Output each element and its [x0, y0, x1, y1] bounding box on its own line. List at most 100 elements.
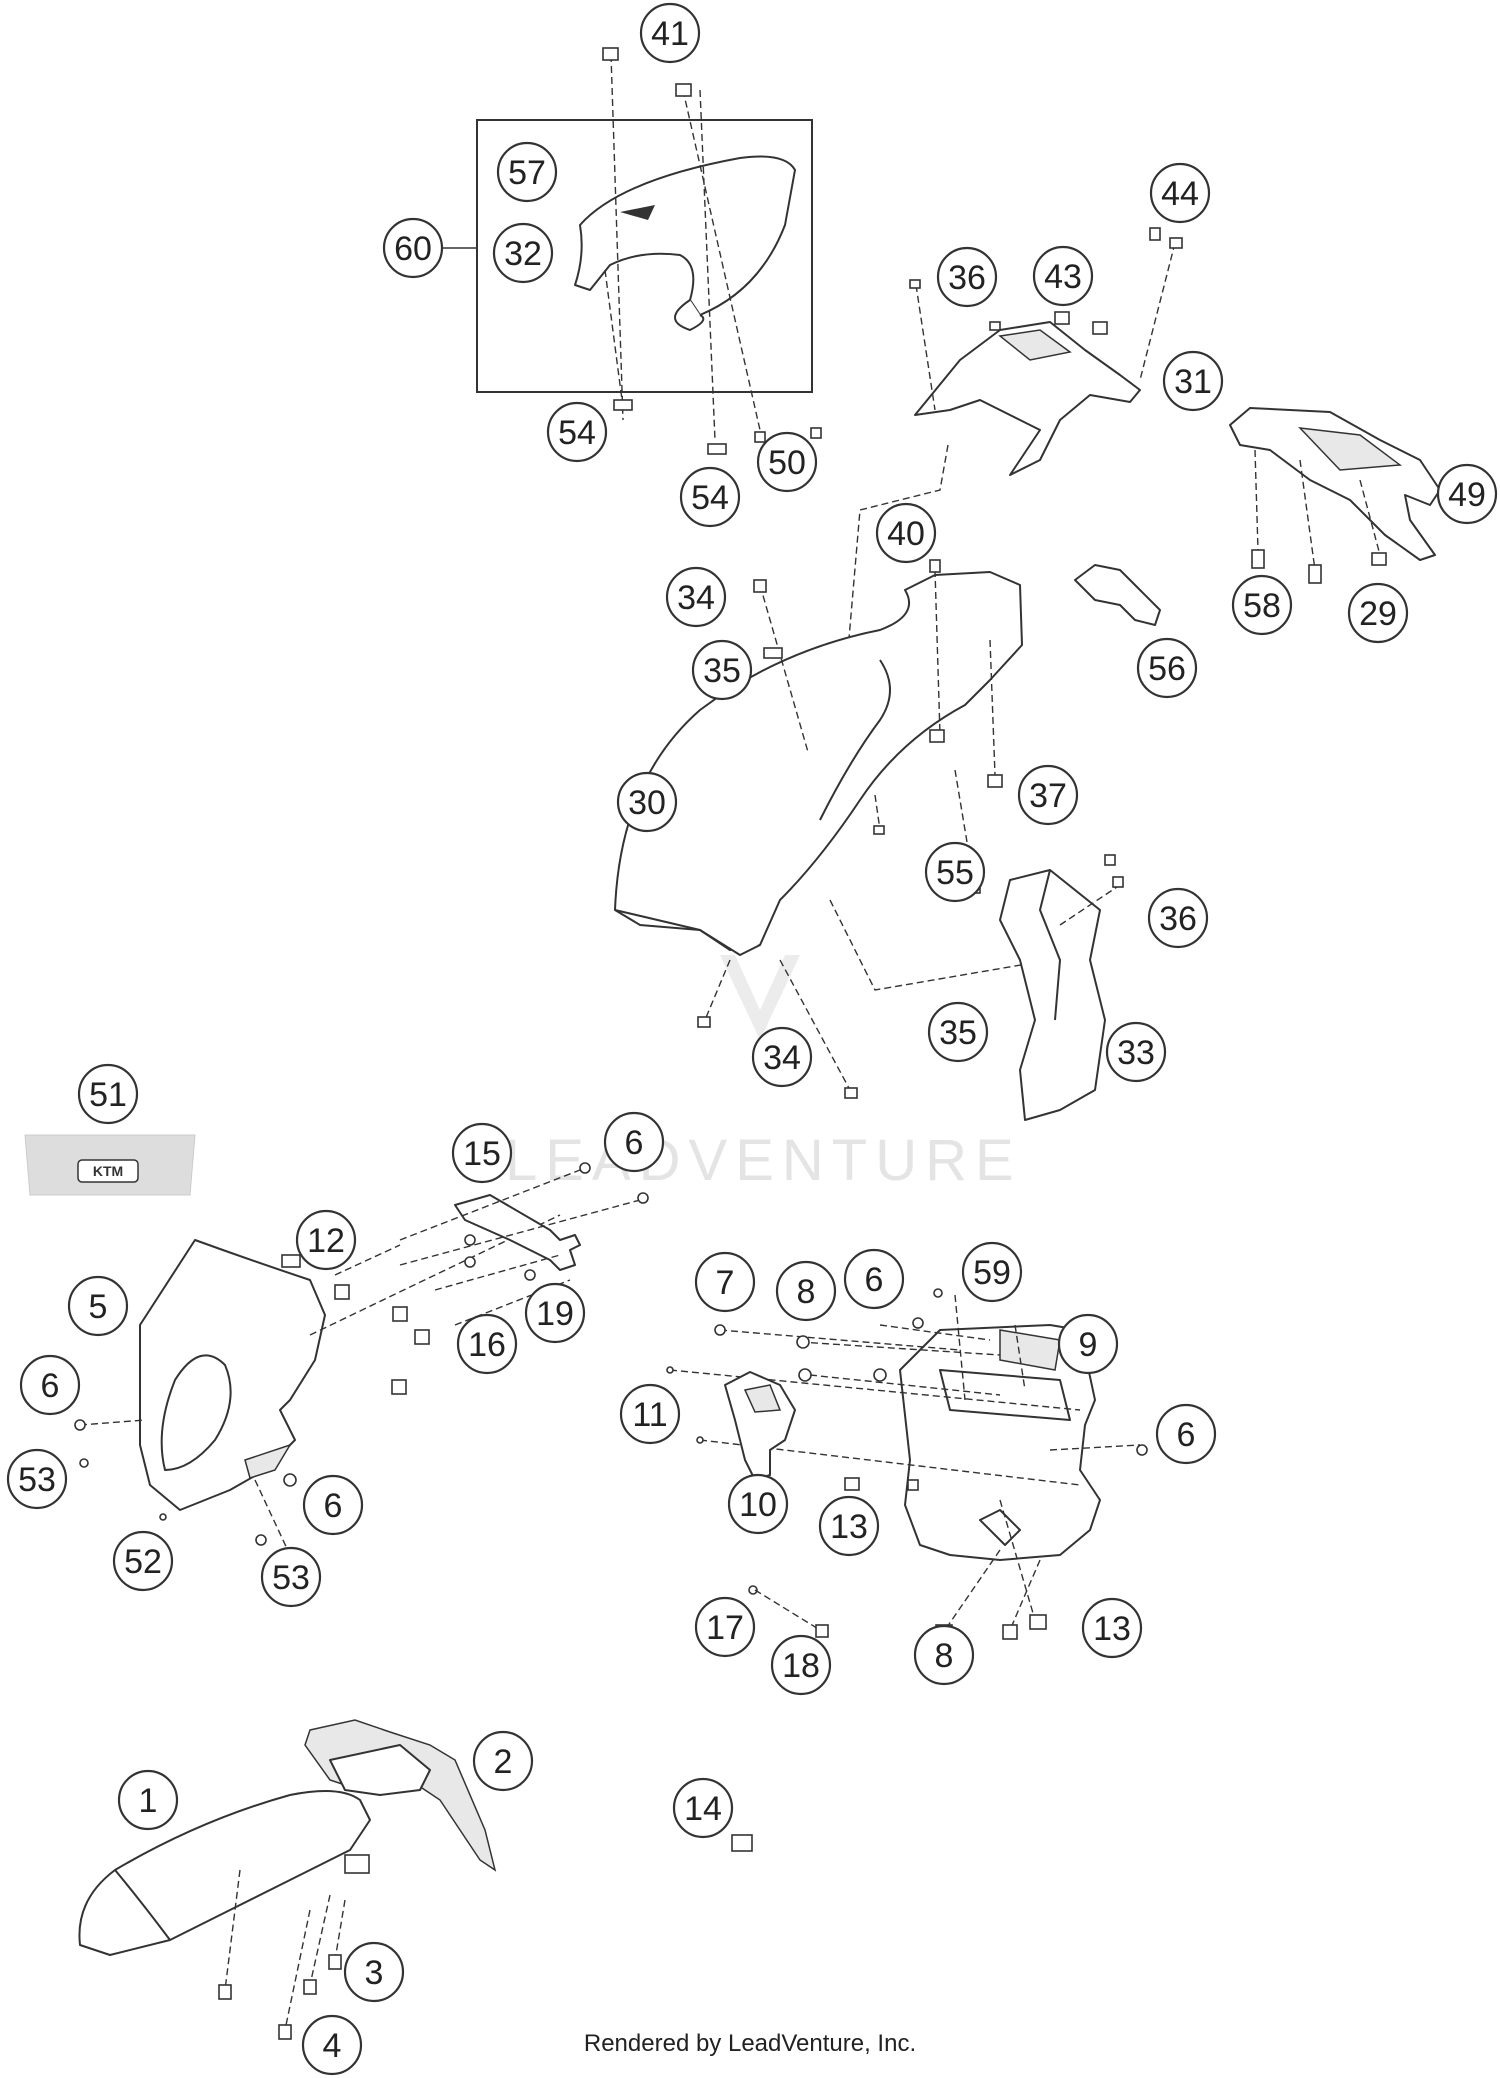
callout-ring [619, 1383, 681, 1445]
callout-number: 58 [1243, 587, 1281, 625]
mount-bracket [724, 1371, 796, 1481]
callout-number: 36 [948, 259, 986, 297]
callout-ring [1347, 582, 1409, 644]
callout-ring [603, 1111, 665, 1173]
callout-ring [770, 1634, 832, 1696]
callout-ring [1136, 637, 1198, 699]
callout-8: 8 [913, 1624, 975, 1686]
callout-ring [875, 502, 937, 564]
callout-ring [694, 1596, 756, 1658]
rear-fender [614, 559, 1051, 1099]
callout-number: 55 [936, 854, 974, 892]
callout-14: 14 [672, 1777, 734, 1839]
watermark-text: LEADVENTURE [505, 1128, 1022, 1193]
callout-number: 16 [468, 1326, 506, 1364]
callout-ring [1105, 1021, 1167, 1083]
callout-number: 17 [706, 1609, 744, 1647]
callout-ring [456, 1313, 518, 1375]
callout-54: 54 [679, 466, 741, 528]
callout-52: 52 [112, 1530, 174, 1592]
callout-ring [524, 1282, 586, 1344]
callout-number: 3 [365, 1954, 384, 1992]
callout-ring [6, 1448, 68, 1510]
callout-36: 36 [1147, 887, 1209, 949]
callout-55: 55 [924, 841, 986, 903]
callout-number: 30 [628, 784, 666, 822]
callout-number: 10 [739, 1486, 777, 1524]
callout-ring [492, 222, 554, 284]
callout-35: 35 [691, 639, 753, 701]
callout-number: 6 [324, 1487, 343, 1525]
callout-32: 32 [492, 222, 554, 284]
callout-34: 34 [751, 1026, 813, 1088]
callout-31: 31 [1162, 350, 1224, 412]
callout-number: 36 [1159, 900, 1197, 938]
callout-number: 9 [1079, 1326, 1098, 1364]
callout-number: 44 [1161, 175, 1199, 213]
callout-number: 2 [494, 1743, 513, 1781]
callout-number: 7 [716, 1264, 735, 1302]
callout-53: 53 [6, 1448, 68, 1510]
callout-57: 57 [496, 141, 558, 203]
callout-ring [616, 771, 678, 833]
callout-59: 59 [961, 1241, 1023, 1303]
callout-6: 6 [1155, 1403, 1217, 1465]
callout-ring [843, 1248, 905, 1310]
callout-ring [694, 1251, 756, 1313]
callout-16: 16 [456, 1313, 518, 1375]
callout-ring [818, 1495, 880, 1557]
callout-number: 5 [89, 1288, 108, 1326]
callout-ring [302, 1474, 364, 1536]
callout-ring [1155, 1403, 1217, 1465]
callout-ring [496, 141, 558, 203]
callout-ring [756, 431, 818, 493]
callout-number: 41 [651, 15, 689, 53]
callout-number: 4 [323, 2027, 342, 2065]
callout-ring [665, 566, 727, 628]
emblem-text: KTM [93, 1163, 123, 1179]
callout-number: 34 [763, 1039, 801, 1077]
callout-36: 36 [936, 246, 998, 308]
callout-49: 49 [1436, 463, 1498, 525]
callout-3: 3 [343, 1941, 405, 2003]
callout-number: 60 [394, 230, 432, 268]
callout-number: 1 [139, 1782, 158, 1820]
callout-ring [1081, 1597, 1143, 1659]
callout-51: 51 [77, 1063, 139, 1125]
callout-number: 40 [887, 515, 925, 553]
callout-ring [117, 1769, 179, 1831]
callout-ring [1436, 463, 1498, 525]
callout-ring [1032, 245, 1094, 307]
callout-6: 6 [302, 1474, 364, 1536]
callout-ring [924, 841, 986, 903]
callout-number: 19 [536, 1295, 574, 1333]
callout-number: 34 [677, 579, 715, 617]
number-plate-decal: KTM [24, 1134, 196, 1196]
callout-30: 30 [616, 771, 678, 833]
callout-number: 56 [1148, 650, 1186, 688]
callout-ring [112, 1530, 174, 1592]
callout-43: 43 [1032, 245, 1094, 307]
callout-15: 15 [451, 1122, 513, 1184]
callout-56: 56 [1136, 637, 1198, 699]
callout-ring [1147, 887, 1209, 949]
tail-light [1229, 407, 1441, 584]
callout-53: 53 [260, 1546, 322, 1608]
callout-13: 13 [818, 1495, 880, 1557]
headlight-bracket [399, 1162, 649, 1326]
front-fender [78, 1719, 497, 2040]
callout-50: 50 [756, 431, 818, 493]
callout-number: 43 [1044, 258, 1082, 296]
callout-1: 1 [117, 1769, 179, 1831]
callout-33: 33 [1105, 1021, 1167, 1083]
callout-9: 9 [1057, 1313, 1119, 1375]
clip [731, 1834, 753, 1852]
callout-number: 12 [307, 1222, 345, 1260]
callout-number: 32 [504, 235, 542, 273]
callout-number: 49 [1448, 476, 1486, 514]
callout-54: 54 [546, 401, 608, 463]
callout-6: 6 [19, 1354, 81, 1416]
callout-58: 58 [1231, 574, 1293, 636]
callout-ring [775, 1260, 837, 1322]
